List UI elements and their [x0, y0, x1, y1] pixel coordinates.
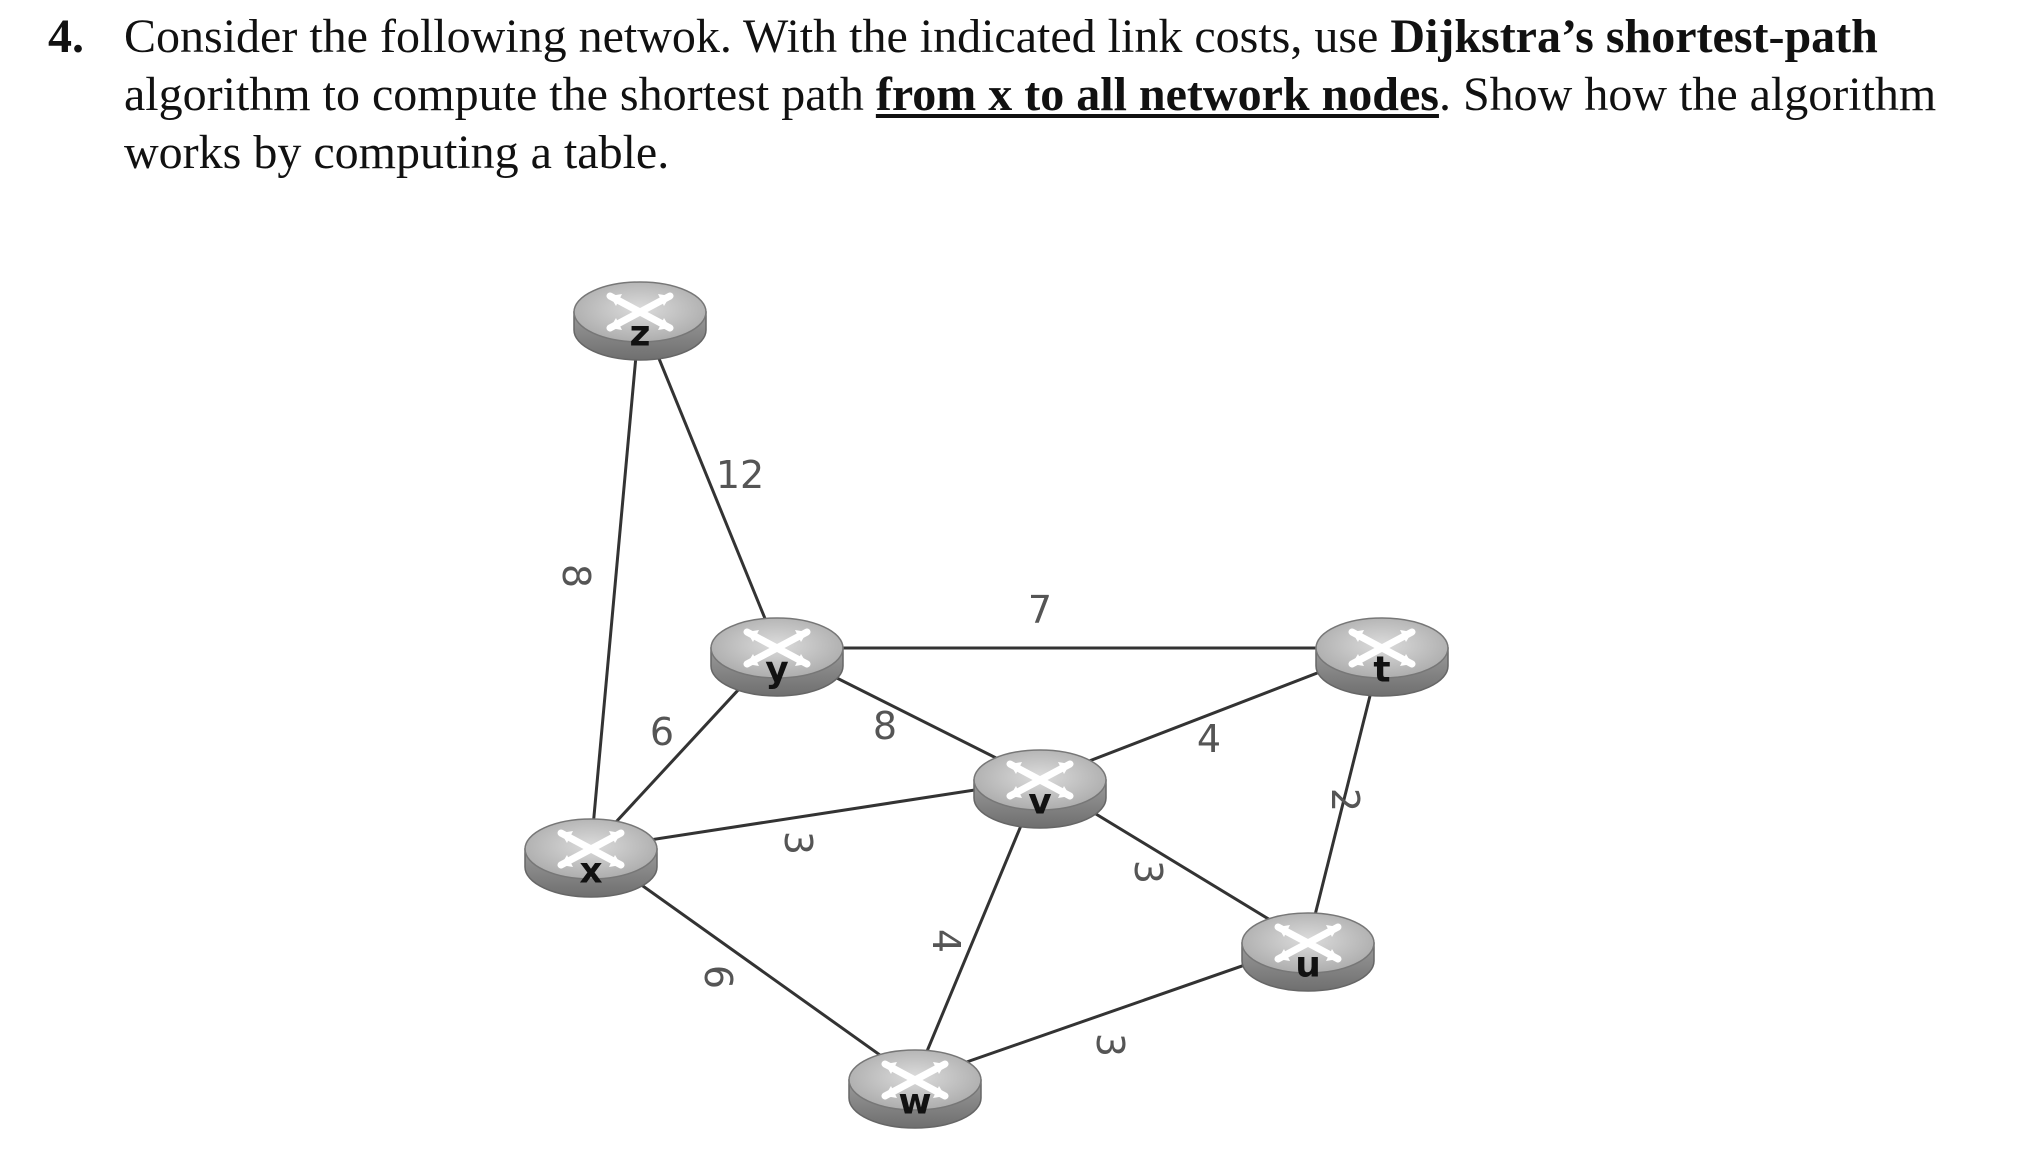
cost-label-x-v: 3: [776, 831, 820, 855]
router-z: z: [573, 281, 707, 361]
cost-label-y-v: 8: [873, 704, 897, 748]
cost-label-v-u: 3: [1126, 860, 1170, 884]
cost-label-y-t: 7: [1028, 588, 1052, 632]
router-arrows-icon: [1274, 923, 1342, 963]
router-w: w: [848, 1049, 982, 1129]
node-label-w: w: [898, 1082, 931, 1123]
question-part-2: algorithm to compute the shortest path: [124, 68, 876, 121]
link-x-w: [590, 847, 916, 1082]
node-label-t: t: [1373, 650, 1390, 691]
router-arrows-icon: [881, 1060, 949, 1100]
cost-label-u-w: 3: [1088, 1033, 1132, 1057]
question-body: Consider the following netwok. With the …: [124, 8, 1948, 182]
router-arrows-icon: [1006, 760, 1074, 800]
router-arrows-icon: [1348, 628, 1416, 668]
node-label-v: v: [1028, 782, 1051, 823]
link-v-w: [913, 779, 1042, 1081]
cost-label-y-x: 6: [650, 710, 674, 754]
router-arrows-icon: [606, 292, 674, 332]
link-t-u: [1306, 647, 1384, 944]
cost-labels-layer: 8 12 7 6 8 3 6 4 3 4 2 3: [554, 453, 1367, 1057]
link-x-v: [590, 778, 1041, 851]
router-v: v: [973, 749, 1107, 829]
link-z-x: [589, 311, 642, 850]
node-label-u: u: [1295, 945, 1321, 986]
cost-label-v-w: 4: [924, 929, 968, 953]
question-part-3: . Show how the algorithm works by comput…: [124, 68, 1937, 179]
router-y: y: [710, 617, 844, 697]
node-label-y: y: [765, 650, 788, 691]
node-label-x: x: [579, 851, 602, 892]
router-arrows-icon: [743, 628, 811, 668]
nodes-layer: z y t v x u w: [524, 281, 1449, 1129]
cost-label-t-u: 2: [1323, 788, 1367, 812]
question-text: 4. Consider the following netwok. With t…: [48, 8, 1948, 182]
node-label-z: z: [630, 314, 651, 355]
cost-label-z-x: 8: [554, 564, 598, 588]
link-z-y: [638, 311, 779, 649]
router-u: u: [1241, 912, 1375, 992]
cost-label-v-t: 4: [1197, 717, 1221, 761]
task-scope: from x to all network nodes: [875, 68, 1439, 121]
cost-label-x-w: 6: [696, 965, 740, 989]
router-x: x: [524, 818, 658, 898]
algorithm-name: Dijkstra’s shortest-path: [1390, 10, 1878, 63]
question-part-1: Consider the following netwok. With the …: [124, 10, 1391, 63]
router-arrows-icon: [557, 829, 625, 869]
cost-label-z-y: 12: [716, 453, 764, 497]
question-number: 4.: [48, 10, 84, 63]
router-t: t: [1315, 617, 1449, 697]
